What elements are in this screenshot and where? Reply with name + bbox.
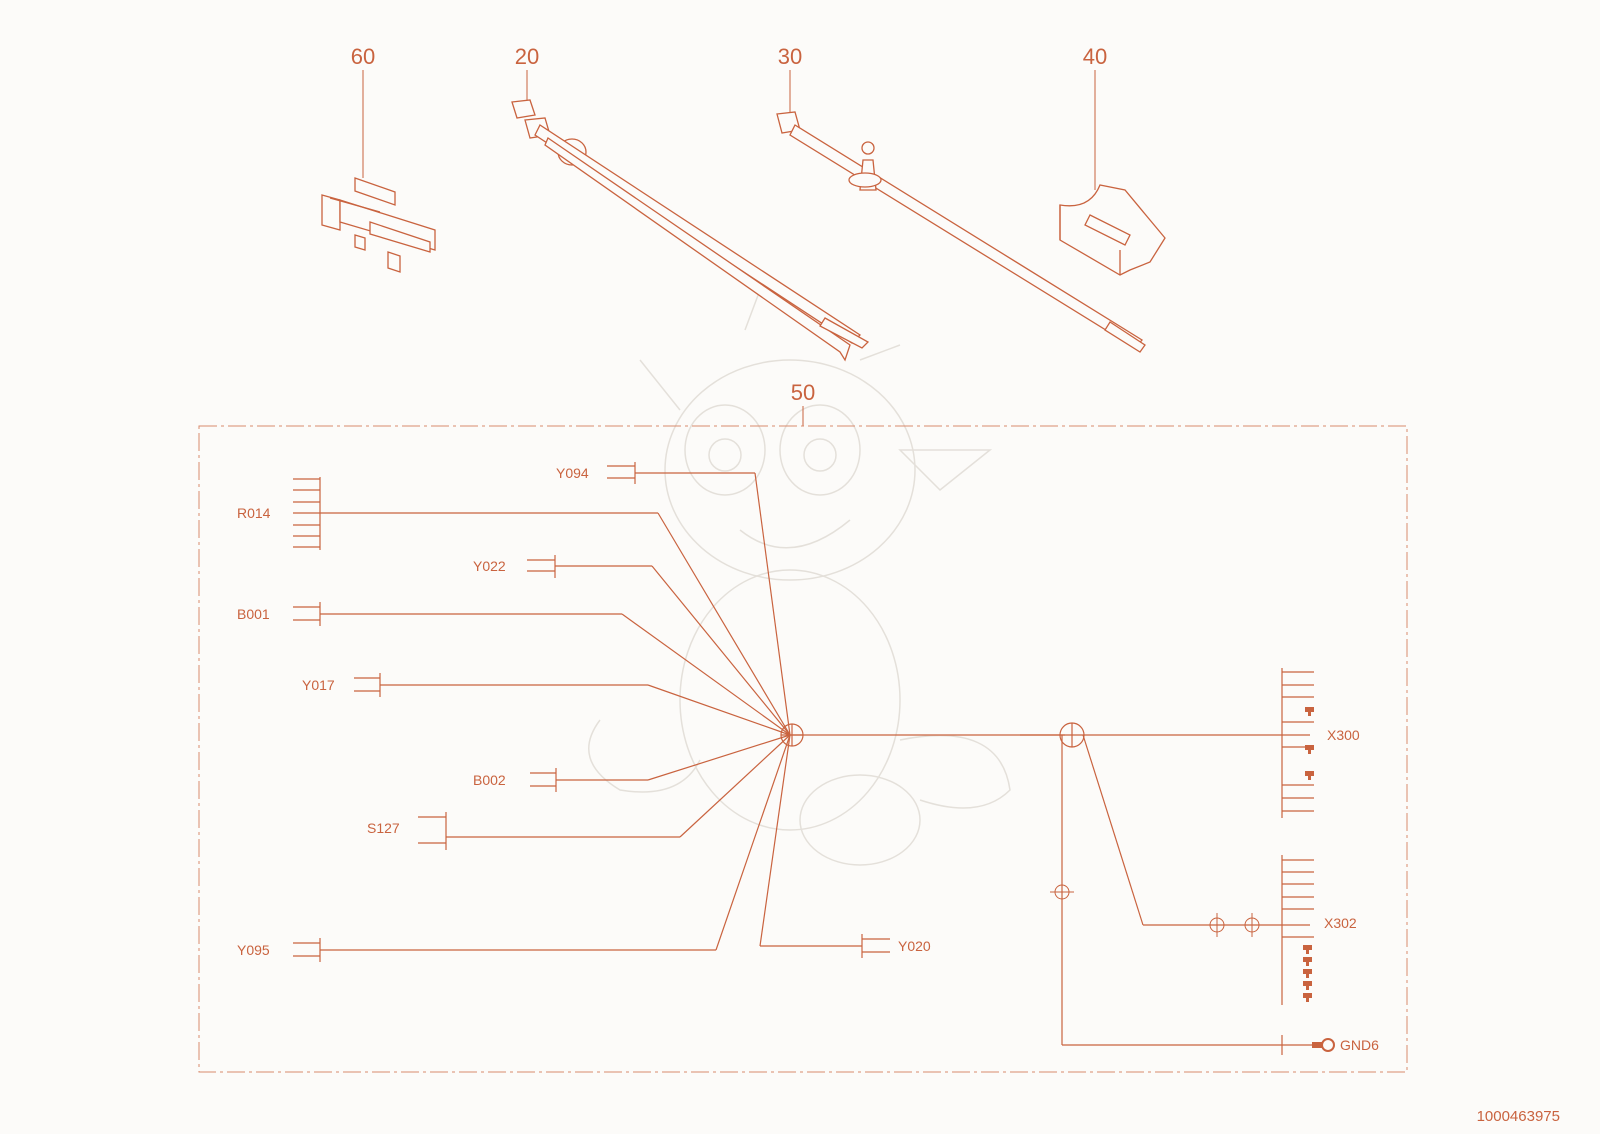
connector-B002-symbol xyxy=(530,768,557,792)
part-number-40: 40 xyxy=(1083,44,1107,69)
part-number-20: 20 xyxy=(515,44,539,69)
label-B002: B002 xyxy=(473,772,506,788)
connector-B001-symbol xyxy=(293,602,321,626)
connector-Y095-symbol xyxy=(293,938,321,962)
connector-S127-symbol xyxy=(418,812,447,850)
connector-R014-symbol xyxy=(293,477,321,550)
connector-Y017-symbol xyxy=(354,673,381,697)
document-number: 1000463975 xyxy=(1477,1108,1560,1125)
label-X302: X302 xyxy=(1324,915,1357,931)
harness-frame xyxy=(198,406,1408,1073)
label-Y017: Y017 xyxy=(302,677,335,693)
label-Y022: Y022 xyxy=(473,558,506,574)
label-GND6: GND6 xyxy=(1340,1037,1379,1053)
part-40-cable-holder xyxy=(1059,70,1166,276)
label-Y020: Y020 xyxy=(898,938,931,954)
ground-ring-terminal-symbol xyxy=(1312,1038,1335,1052)
part-20-cable-tie-with-anchor xyxy=(511,70,870,362)
connector-Y022-symbol xyxy=(527,555,556,578)
label-S127: S127 xyxy=(367,820,400,836)
connector-X302-symbol xyxy=(1281,855,1314,1005)
background-sketch xyxy=(588,289,1011,866)
part-number-60: 60 xyxy=(351,44,375,69)
label-R014: R014 xyxy=(237,505,271,521)
label-Y095: Y095 xyxy=(237,942,270,958)
connector-Y094-symbol xyxy=(607,462,636,484)
label-B001: B001 xyxy=(237,606,270,622)
part-number-50: 50 xyxy=(791,380,815,405)
part-number-30: 30 xyxy=(778,44,802,69)
label-Y094: Y094 xyxy=(556,465,589,481)
part-60-clip xyxy=(321,70,436,273)
junction-symbols xyxy=(780,722,1283,1055)
connector-Y020-symbol xyxy=(861,934,890,958)
harness-wires xyxy=(320,472,1318,1046)
part-30-cable-tie-with-pin xyxy=(776,70,1146,353)
connector-X300-symbol xyxy=(1281,668,1314,818)
label-X300: X300 xyxy=(1327,727,1360,743)
